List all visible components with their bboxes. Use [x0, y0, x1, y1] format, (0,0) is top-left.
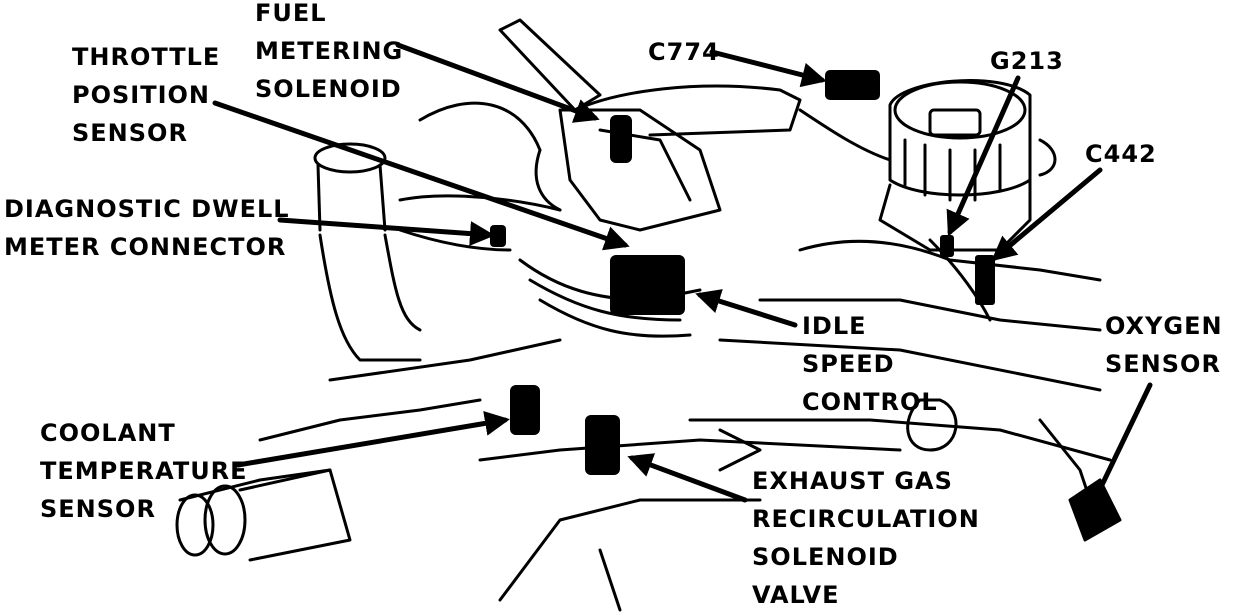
engine-sketch [175, 18, 1122, 612]
label-oxygen-sensor: OXYGEN SENSOR [1105, 312, 1223, 378]
label-idle-speed-control: IDLE SPEED CONTROL [802, 312, 938, 416]
label-egr-solenoid-valve: EXHAUST GAS RECIRCULATION SOLENOID VALVE [752, 467, 980, 609]
label-c442: C442 [1085, 140, 1157, 168]
label-fuel-metering-solenoid: FUEL METERING SOLENOID [255, 0, 404, 103]
label-diagnostic-dwell-meter-connector: DIAGNOSTIC DWELL METER CONNECTOR [4, 195, 290, 261]
label-throttle-position-sensor: THROTTLE POSITION SENSOR [72, 43, 221, 147]
leader-arrows [212, 42, 1153, 515]
label-c774: C774 [648, 38, 720, 66]
label-g213: G213 [990, 47, 1064, 75]
label-coolant-temperature-sensor: COOLANT TEMPERATURE SENSOR [40, 419, 248, 523]
